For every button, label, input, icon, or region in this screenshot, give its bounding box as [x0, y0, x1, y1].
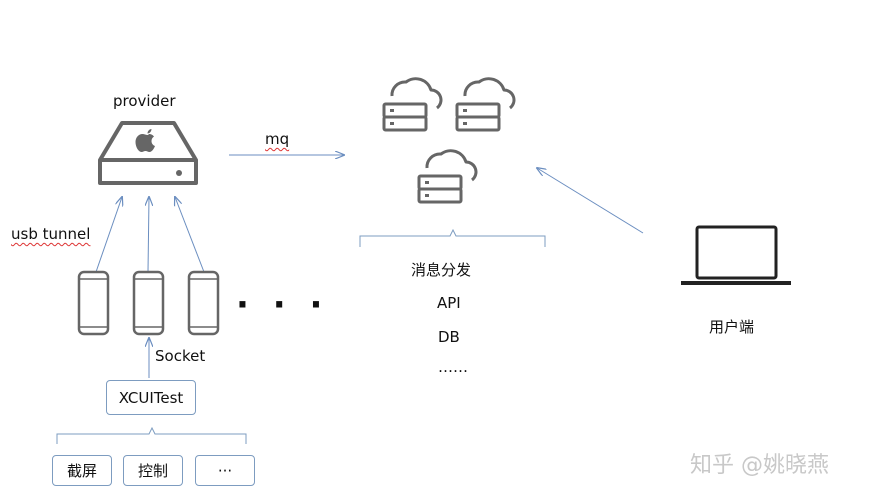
cloud-server-icon-3 [417, 149, 478, 204]
functions-brace [56, 426, 247, 444]
cloud-server-icon-1 [382, 77, 443, 132]
usb-arrow-3 [175, 197, 205, 273]
service-message-dispatch: 消息分发 [411, 261, 472, 279]
usb-arrow-2 [148, 197, 149, 273]
service-db: DB [438, 328, 460, 346]
provider-label: provider [113, 92, 176, 110]
function-label-control: 控制 [137, 462, 168, 480]
cloud-server-icon-2 [455, 77, 516, 132]
apple-icon [135, 129, 155, 152]
user-client-label: 用户端 [709, 318, 755, 336]
phone-icon-1 [77, 270, 110, 336]
xcuitest-label: XCUITest [118, 388, 184, 407]
socket-label: Socket [155, 347, 206, 365]
function-box-screenshot: 截屏 [52, 455, 112, 486]
service-more: …… [438, 358, 468, 376]
services-brace [359, 228, 546, 247]
zhihu-watermark: 知乎 @姚晓燕 [690, 453, 829, 478]
xcuitest-box: XCUITest [106, 380, 196, 415]
service-api: API [437, 294, 461, 312]
mac-mini-icon [98, 121, 198, 185]
function-label-more: ··· [217, 461, 233, 480]
usb-tunnel-label: usb tunnel [11, 225, 91, 243]
function-box-control: 控制 [123, 455, 183, 486]
more-devices-dots: · · · [236, 285, 329, 325]
function-box-more: ··· [195, 455, 255, 486]
laptop-icon [681, 225, 791, 285]
function-label-screenshot: 截屏 [66, 462, 97, 480]
user-arrow [537, 168, 644, 234]
phone-icon-3 [187, 270, 220, 336]
mq-label: mq [265, 130, 290, 148]
phone-icon-2 [132, 270, 165, 336]
usb-arrow-1 [95, 197, 122, 273]
